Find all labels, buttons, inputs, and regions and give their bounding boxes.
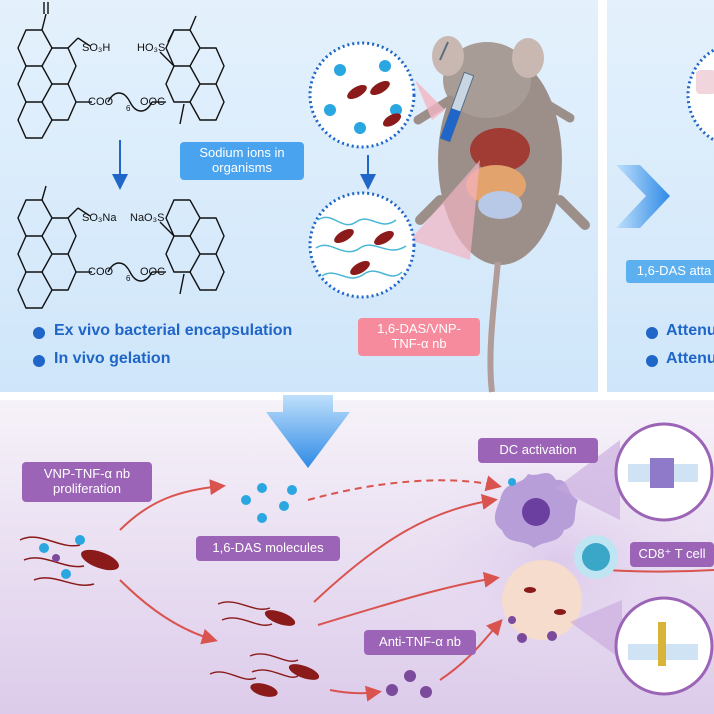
bullet-dot-2 <box>33 355 45 367</box>
coo-label-bottom: COO <box>88 266 114 278</box>
bullet-ex-vivo: Ex vivo bacterial encapsulation <box>54 322 293 339</box>
molecule-top <box>17 13 225 139</box>
gel-circle <box>308 191 416 299</box>
bacteria-group-bottom <box>209 601 320 697</box>
six-label-top: 6 <box>126 104 131 113</box>
naso3-label: NaO₃S <box>130 212 165 224</box>
vnp-proliferation-label: VNP-TNF-α nb proliferation <box>22 462 152 502</box>
ho3s-label: HO₃S <box>137 42 166 54</box>
t-cell <box>574 535 618 579</box>
bullet-dot-1 <box>33 327 45 339</box>
bullet-in-vivo: In vivo gelation <box>54 350 171 367</box>
ooc-label-top: OOC <box>140 96 166 108</box>
sodium-label: Sodium ions in organisms <box>180 142 304 180</box>
down-arrow <box>266 395 350 468</box>
das-attenuate-label: 1,6-DAS atta <box>626 260 714 283</box>
right-arrow <box>616 165 670 228</box>
molecule-bottom <box>17 185 225 309</box>
bacteria-cluster <box>19 535 119 586</box>
coo-label-top: COO <box>88 96 114 108</box>
bullet-dot-4 <box>646 355 658 367</box>
solution-circle <box>308 41 416 149</box>
tumor-cell <box>502 560 582 643</box>
six-label-bottom: 6 <box>126 274 131 283</box>
ooc-label-bottom: OOC <box>140 266 166 278</box>
cd8-label: CD8⁺ T cell <box>630 542 714 567</box>
so3na-label: SO₃Na <box>82 212 117 224</box>
das-molecules <box>241 483 297 523</box>
bullet-attenu-2: Attenu <box>666 350 714 367</box>
so3h-label: SO₃H <box>82 42 111 54</box>
bullet-dot-3 <box>646 327 658 339</box>
gel-label: 1,6-DAS/VNP-TNF-α nb <box>358 318 480 356</box>
das-molecules-label: 1,6-DAS molecules <box>196 536 340 561</box>
bullet-attenu-1: Attenu <box>666 322 714 339</box>
dc-activation-label: DC activation <box>478 438 598 463</box>
dc-cell <box>494 472 578 548</box>
anti-tnf-label: Anti-TNF-α nb <box>364 630 476 655</box>
